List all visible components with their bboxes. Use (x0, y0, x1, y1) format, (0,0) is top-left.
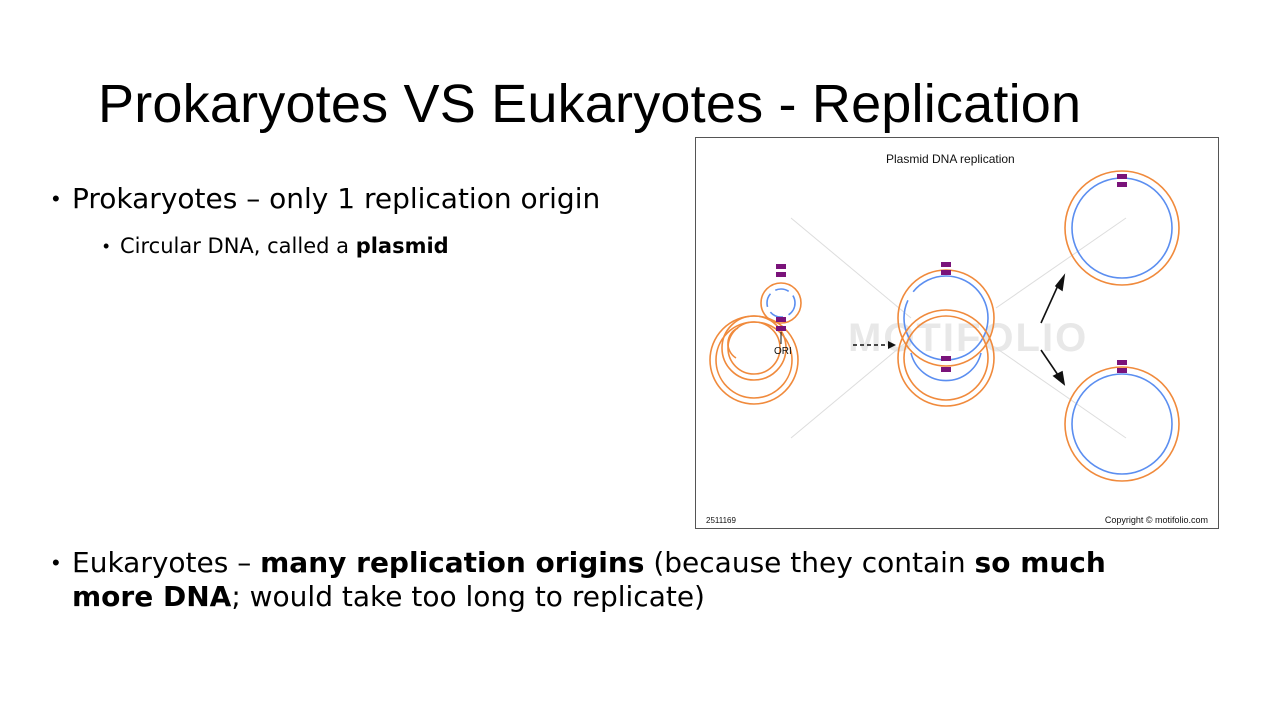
figure-title: Plasmid DNA replication (886, 152, 1015, 166)
bullet-prokaryotes-text: Prokaryotes – only 1 replication origin (72, 182, 601, 215)
background-lines (790, 217, 1127, 439)
stage2-origin-markers (941, 262, 951, 372)
bullet-eukaryotes-bold-2: so much more DNA (72, 546, 1106, 613)
figure-image-id: 2511169 (706, 516, 736, 525)
subbullet-circular-dna: • Circular DNA, called a plasmid (103, 232, 449, 260)
plasmid-diagram: ORI (709, 170, 1180, 482)
watermark: MOTIFOLIO (848, 316, 1089, 360)
bullet-eukaryotes-bold-1: many replication origins (260, 546, 645, 579)
stage1-plasmid (709, 282, 802, 405)
daughter-plasmid-top (1064, 170, 1180, 286)
subbullet-bold-plasmid: plasmid (355, 234, 449, 258)
dashed-arrow (853, 341, 896, 349)
bullet-eukaryotes: • Eukaryotes – many replication origins … (52, 546, 1162, 614)
bullet-eukaryotes-text-2: (because they contain (644, 546, 975, 579)
stage1-bubble-inner (766, 288, 796, 318)
subbullet-text: Circular DNA, called a (120, 234, 356, 258)
bullet-dot: • (103, 236, 110, 256)
bullet-eukaryotes-text-1: Eukaryotes – (72, 546, 261, 579)
stage1-origin-markers (776, 264, 786, 331)
slide-title: Prokaryotes VS Eukaryotes - Replication (98, 74, 1082, 134)
bullet-prokaryotes: • Prokaryotes – only 1 replication origi… (52, 182, 601, 216)
bullet-dot: • (52, 186, 60, 211)
daughter-origin-markers (1117, 174, 1127, 373)
ori-label: ORI (774, 346, 792, 357)
stage2-plasmid (897, 269, 995, 407)
daughter-plasmid-bottom (1064, 366, 1180, 482)
figure-copyright: Copyright © motifolio.com (1104, 515, 1208, 525)
bullet-dot: • (52, 550, 60, 575)
bullet-eukaryotes-text-3: ; would take too long to replicate) (231, 580, 705, 613)
plasmid-replication-figure: MOTIFOLIO ORI (695, 137, 1219, 529)
stage1-bubble-outer (760, 282, 802, 324)
split-arrows (1040, 273, 1066, 386)
